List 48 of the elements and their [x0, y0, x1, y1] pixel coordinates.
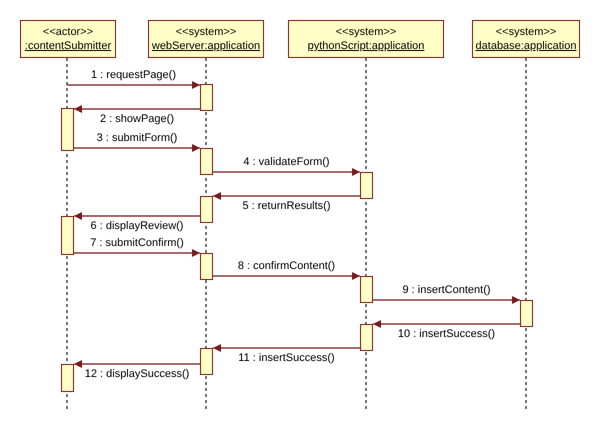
message-arrow — [213, 192, 360, 200]
participant-box — [288, 20, 444, 58]
activation-bar — [61, 364, 74, 392]
message-label: 6 : displayReview() — [90, 220, 184, 233]
message-arrow — [373, 296, 520, 304]
message-label: 12 : displaySuccess() — [84, 368, 190, 381]
message-label: 11 : insertSuccess() — [238, 352, 335, 365]
message-arrow — [74, 105, 200, 113]
activation-bar — [200, 196, 213, 223]
message-label: 4 : validateForm() — [243, 156, 330, 169]
stereotype-label: <<system>> — [176, 25, 236, 39]
stereotype-label: <<actor>> — [42, 25, 94, 39]
activation-bar — [200, 348, 213, 375]
message-arrow — [213, 272, 360, 280]
message-arrow — [74, 144, 200, 152]
message-arrow — [74, 249, 200, 257]
activation-bar — [61, 216, 74, 255]
message-label: 7 : submitConfirm() — [90, 237, 184, 250]
message-arrow — [67, 81, 200, 89]
message-label: 9 : insertContent() — [402, 284, 491, 297]
message-arrow — [213, 168, 360, 176]
participant-box — [20, 20, 116, 58]
message-label: 3 : submitForm() — [96, 132, 178, 145]
stereotype-label: <<system>> — [336, 25, 396, 39]
message-arrow — [74, 360, 200, 368]
activation-bar — [200, 84, 213, 111]
stereotype-label: <<system>> — [496, 25, 556, 39]
activation-bar — [200, 148, 213, 175]
participant-box — [472, 20, 580, 58]
participant-box — [148, 20, 264, 58]
activation-bar — [520, 300, 533, 327]
message-label: 5 : returnResults() — [242, 200, 331, 213]
participant-name: :contentSubmitter — [24, 39, 112, 53]
participant-name: webServer:application — [152, 39, 260, 53]
message-arrow — [213, 344, 360, 352]
activation-bar — [360, 324, 373, 351]
activation-bar — [61, 108, 74, 151]
message-label: 1 : requestPage() — [91, 69, 176, 82]
message-label: 10 : insertSuccess() — [398, 328, 496, 341]
activation-bar — [360, 276, 373, 303]
participant-name: database:application — [476, 39, 576, 53]
message-label: 2 : showPage() — [100, 113, 174, 126]
participant-name: pythonScript:application — [308, 39, 424, 53]
message-label: 8 : confirmContent() — [238, 260, 336, 273]
message-arrow — [373, 320, 520, 328]
message-arrow — [74, 212, 200, 220]
activation-bar — [200, 253, 213, 280]
activation-bar — [360, 172, 373, 199]
